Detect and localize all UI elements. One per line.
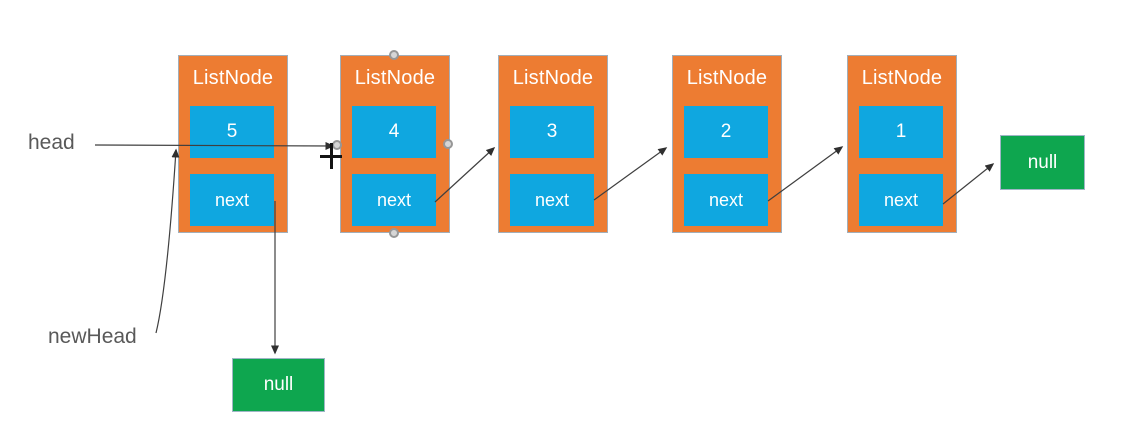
node-title: ListNode (512, 67, 594, 89)
node-value-cell: 2 (684, 106, 768, 158)
selection-handle-top[interactable] (389, 50, 399, 60)
newhead-label[interactable]: newHead (48, 325, 137, 348)
node-title: ListNode (354, 67, 436, 89)
node-next-cell: next (190, 174, 274, 226)
node-title: ListNode (861, 67, 943, 89)
node-next-cell: next (510, 174, 594, 226)
node2-next-to-node3-line[interactable] (434, 146, 496, 203)
node-next-cell: next (859, 174, 943, 226)
head-label[interactable]: head (28, 131, 75, 154)
cursor-vertical-bar (330, 143, 333, 169)
node-title: ListNode (192, 67, 274, 89)
node-value-cell: 3 (510, 106, 594, 158)
listnode-4[interactable]: ListNode 2 next (672, 55, 782, 233)
selection-handle-bottom[interactable] (389, 228, 399, 238)
node-value-cell: 4 (352, 106, 436, 158)
node-title: ListNode (686, 67, 768, 89)
listnode-3[interactable]: ListNode 3 next (498, 55, 608, 233)
node3-next-to-node4-line[interactable] (593, 147, 668, 201)
node-value-cell: 5 (190, 106, 274, 158)
selection-handle-left[interactable] (332, 140, 342, 150)
null-box-bottom[interactable]: null (232, 358, 325, 412)
newhead-pointer-line[interactable] (155, 148, 180, 334)
selection-handle-right[interactable] (443, 139, 453, 149)
node-next-cell: next (684, 174, 768, 226)
null-box-right[interactable]: null (1000, 135, 1085, 190)
listnode-1[interactable]: ListNode 5 next (178, 55, 288, 233)
listnode-2[interactable]: ListNode 4 next (340, 55, 450, 233)
node5-next-to-null-line[interactable] (942, 163, 995, 205)
node-next-cell: next (352, 174, 436, 226)
head-pointer-line[interactable] (94, 141, 335, 150)
node-value-cell: 1 (859, 106, 943, 158)
listnode-5[interactable]: ListNode 1 next (847, 55, 957, 233)
node4-next-to-node5-line[interactable] (767, 146, 844, 202)
